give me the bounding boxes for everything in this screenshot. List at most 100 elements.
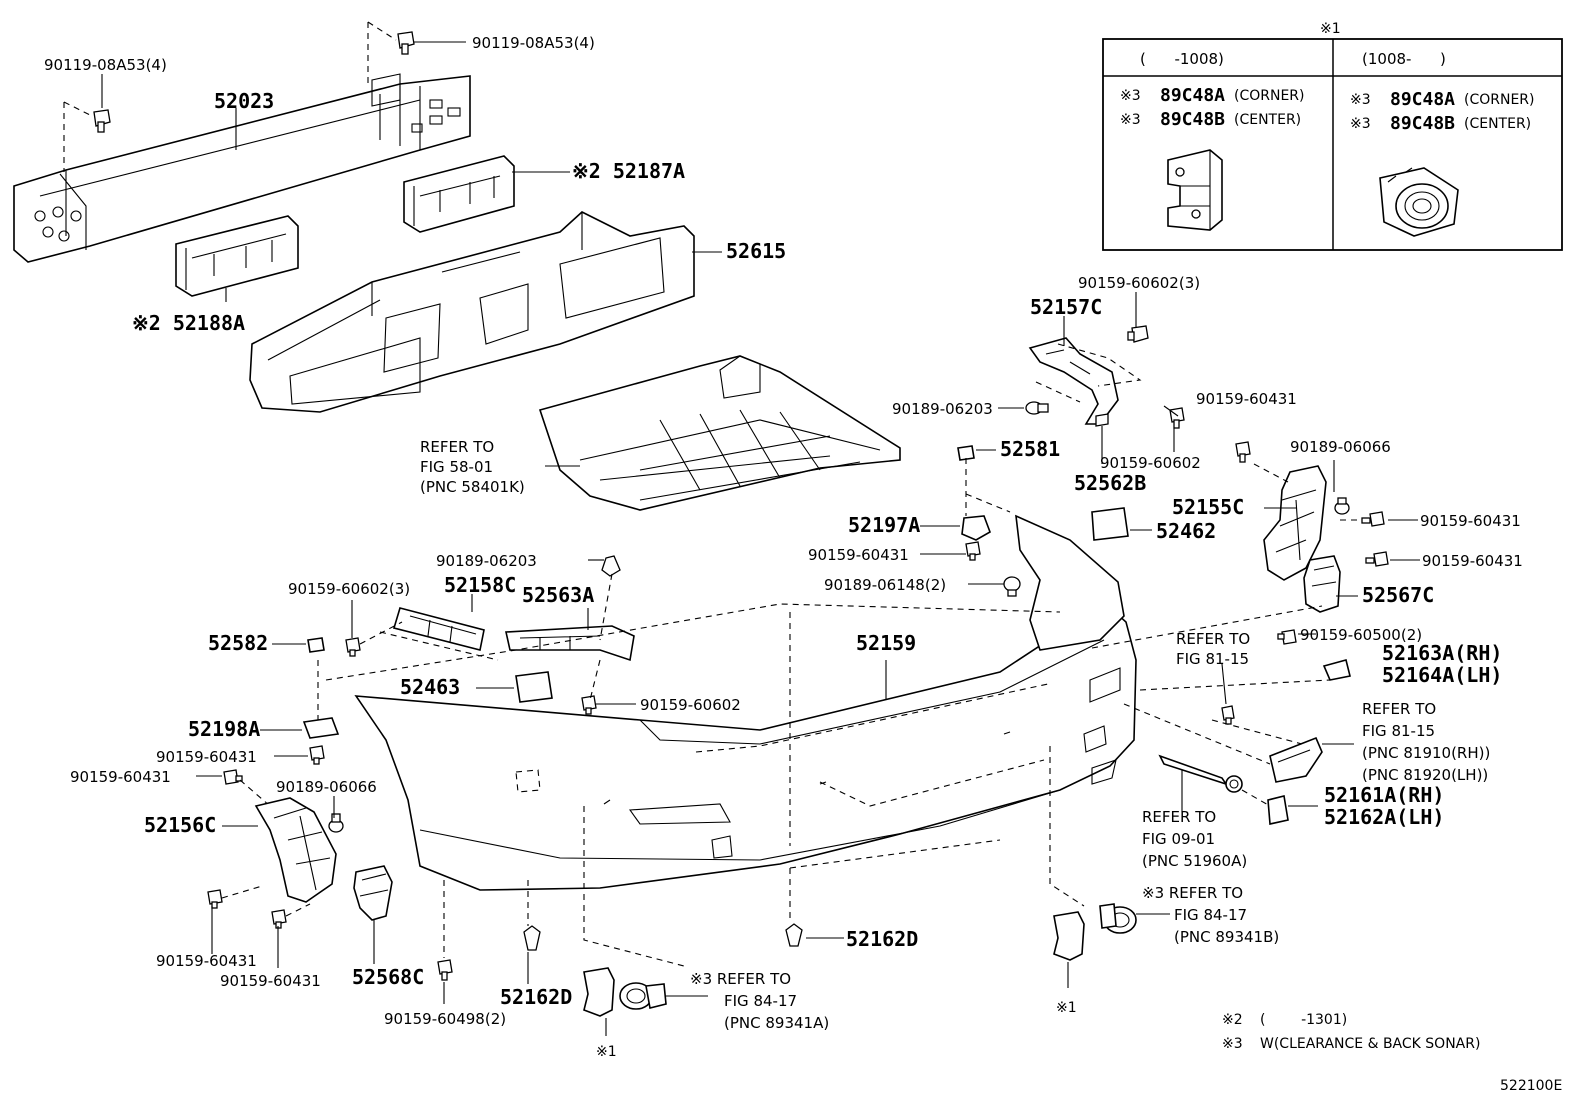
label-refer-81-15-a-line1: REFER TO: [1176, 630, 1250, 648]
reflector-81910: [1269, 736, 1323, 783]
label-52563a: 52563A: [522, 583, 594, 607]
label-90159-60431-a: 90159-60431: [1196, 390, 1297, 408]
inset-marker: ※1: [1320, 21, 1341, 37]
label-refer-84-17-b-line1: ※3 REFER TO: [1142, 884, 1243, 902]
pad-52581: [957, 445, 975, 461]
label-52164a: 52164A(LH): [1382, 663, 1502, 687]
hook-cover-52161a: [1267, 795, 1289, 825]
sonar-sensor-icon: [619, 982, 667, 1010]
label-90159-60602-3-right: 90159-60602(3): [1078, 274, 1200, 292]
label-52198a: 52198A: [188, 717, 260, 741]
inset-right-row2-desc: (CENTER): [1464, 116, 1531, 132]
clip-icon: [1334, 497, 1350, 515]
pad-52463: [515, 671, 553, 703]
label-90159-60431-g: 90159-60431: [156, 952, 257, 970]
label-52162a: 52162A(LH): [1324, 805, 1444, 829]
inset-right-row2-mark: ※3: [1350, 116, 1371, 132]
bracket-52158c: [392, 607, 485, 651]
label-90159-60602-left: 90159-60602: [640, 696, 741, 714]
label-52159: 52159: [856, 631, 916, 655]
rear-bumper-reinforcement: [13, 73, 471, 263]
label-refer-84-17-a-line2: FIG 84-17: [724, 992, 797, 1010]
label-90189-06066-right: 90189-06066: [1290, 438, 1391, 456]
bolt-icon: [223, 769, 243, 785]
bolt-icon: [1169, 407, 1185, 429]
label-52161a: 52161A(RH): [1324, 783, 1444, 807]
label-90159-60602-3-left: 90159-60602(3): [288, 580, 410, 598]
clip-icon: [1025, 401, 1049, 415]
label-52162d-left: 52162D: [500, 985, 572, 1009]
label-refer-09-01-line1: REFER TO: [1142, 808, 1216, 826]
bolt-icon: [1127, 325, 1149, 343]
note-2-text: ( -1301): [1260, 1012, 1347, 1028]
sensor-variant-inset: ※1 ( -1008) (1008- ) ※3 89C48A (CORNER) …: [1102, 21, 1563, 251]
bolt-icon: [271, 909, 287, 929]
label-90189-06203-left: 90189-06203: [436, 552, 537, 570]
label-52158c: 52158C: [444, 573, 516, 597]
pad-52462: [1091, 507, 1129, 541]
clip-icon: [601, 555, 621, 577]
label-52567c: 52567C: [1362, 583, 1434, 607]
inset-right-row1-desc: (CORNER): [1464, 92, 1535, 108]
label-90159-60431-b: 90159-60431: [1420, 512, 1521, 530]
sonar-sensor-icon: [1099, 903, 1137, 934]
bolt-icon: [1277, 629, 1297, 645]
inset-right-row1-mark: ※3: [1350, 92, 1371, 108]
retainer-52567c: [1303, 555, 1341, 613]
label-90159-60431-h: 90159-60431: [220, 972, 321, 990]
label-52581: 52581: [1000, 437, 1060, 461]
label-52155c: 52155C: [1172, 495, 1244, 519]
inset-right-header: (1008- ): [1362, 50, 1446, 68]
label-52162d-right: 52162D: [846, 927, 918, 951]
label-52462: 52462: [1156, 519, 1216, 543]
label-52562b: 52562B: [1074, 471, 1146, 495]
bolt-icon: [1361, 511, 1385, 527]
label-refer-81-15-b-line1: REFER TO: [1362, 700, 1436, 718]
inset-left-header: ( -1008): [1140, 50, 1224, 68]
towing-eye: [1158, 754, 1243, 793]
bolt-icon: [309, 745, 325, 765]
label-refer-09-01-line2: FIG 09-01: [1142, 830, 1215, 848]
label-refer-81-15-a-line2: FIG 81-15: [1176, 650, 1249, 668]
side-bracket-52156c: [254, 797, 337, 903]
label-90159-60602-right: 90159-60602: [1100, 454, 1201, 472]
retainer-52187a: [403, 155, 515, 233]
label-52157c: 52157C: [1030, 295, 1102, 319]
clip-icon: [1095, 413, 1109, 427]
label-refer-84-17-a-line3: (PNC 89341A): [724, 1014, 829, 1032]
bolt-icon: [1235, 441, 1251, 463]
clip-icon: [523, 925, 541, 951]
inset-right-row2-part: 89C48B: [1390, 113, 1455, 134]
rear-bumper-cover-52159: [354, 514, 1137, 891]
label-marker-1-bottom: ※1: [596, 1044, 617, 1060]
label-90189-06203-right: 90189-06203: [892, 400, 993, 418]
inset-left-row2-desc: (CENTER): [1234, 112, 1301, 128]
bracket-52563a: [505, 625, 635, 662]
retainer-52188a: [175, 215, 299, 297]
label-52163a: 52163A(RH): [1382, 641, 1502, 665]
bolt-icon: [581, 695, 597, 715]
reflector-52163a: [1322, 659, 1351, 681]
label-90159-60431-f: 90159-60431: [70, 768, 171, 786]
retainer-52198a: [302, 717, 340, 739]
energy-absorber-52615: [249, 211, 695, 413]
label-refer-58-01-line2: FIG 58-01: [420, 458, 493, 476]
label-52187a: ※2 52187A: [572, 159, 685, 183]
label-90159-60500: 90159-60500(2): [1300, 626, 1422, 644]
footnotes: ※2 ( -1301) ※3 W(CLEARANCE & BACK SONAR)…: [1222, 1012, 1562, 1094]
bracket-52157c: [1028, 337, 1119, 425]
label-52023: 52023: [214, 89, 274, 113]
label-refer-81-15-b-line4: (PNC 81920(LH)): [1362, 766, 1488, 784]
pad-52582: [307, 637, 325, 653]
part-labels: 90119-08A53(4) 90119-08A53(4) 52023 ※2 5…: [44, 34, 1523, 1060]
label-52568c: 52568C: [352, 965, 424, 989]
label-refer-58-01-line3: (PNC 58401K): [420, 478, 525, 496]
label-refer-84-17-b-line2: FIG 84-17: [1174, 906, 1247, 924]
sensor-bracket-icon: [1053, 911, 1085, 961]
label-52156c: 52156C: [144, 813, 216, 837]
label-refer-84-17-a-line1: ※3 REFER TO: [690, 970, 791, 988]
inset-left-row1-mark: ※3: [1120, 88, 1141, 104]
label-52197a: 52197A: [848, 513, 920, 537]
inset-left-row1-desc: (CORNER): [1234, 88, 1305, 104]
bolt-icon: [965, 541, 981, 561]
